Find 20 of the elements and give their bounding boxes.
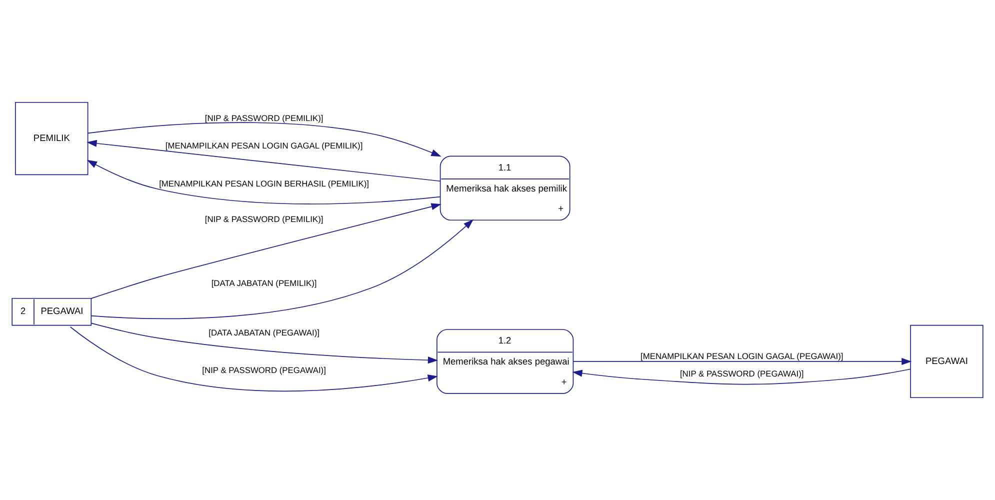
arrow bbox=[70, 326, 438, 392]
edge-label: [NIP & PASSWORD (PEMILIK)] bbox=[204, 214, 324, 224]
arrow bbox=[90, 322, 438, 364]
node-box: PEGAWAI bbox=[910, 324, 984, 398]
arrow bbox=[86, 140, 441, 182]
arrow bbox=[572, 368, 911, 385]
arrow bbox=[90, 203, 442, 299]
edge-label: [DATA JABATAN (PEGAWAI)] bbox=[208, 327, 320, 338]
edge-label: [NIP & PASSWORD (PEMILIK)] bbox=[204, 112, 324, 123]
edge-label: [DATA JABATAN (PEMILIK)] bbox=[211, 278, 317, 288]
arrow bbox=[88, 122, 442, 157]
node-box: PEMILIK bbox=[15, 102, 88, 176]
arrow bbox=[91, 219, 474, 320]
arrow bbox=[572, 358, 912, 365]
arrow bbox=[86, 160, 440, 204]
edge-label: [MENAMPILKAN PESAN LOGIN BERHASIL (PEMILIK)] bbox=[159, 178, 370, 188]
edge-label: [NIP & PASSWORD (PEGAWAI)] bbox=[680, 368, 804, 379]
edge-label: [NIP & PASSWORD (PEGAWAI)] bbox=[202, 365, 326, 376]
edge-label: [MENAMPILKAN PESAN LOGIN GAGAL (PEGAWAI)] bbox=[640, 350, 844, 361]
edge-label: [MENAMPILKAN PESAN LOGIN GAGAL (PEMILIK)] bbox=[165, 140, 363, 151]
